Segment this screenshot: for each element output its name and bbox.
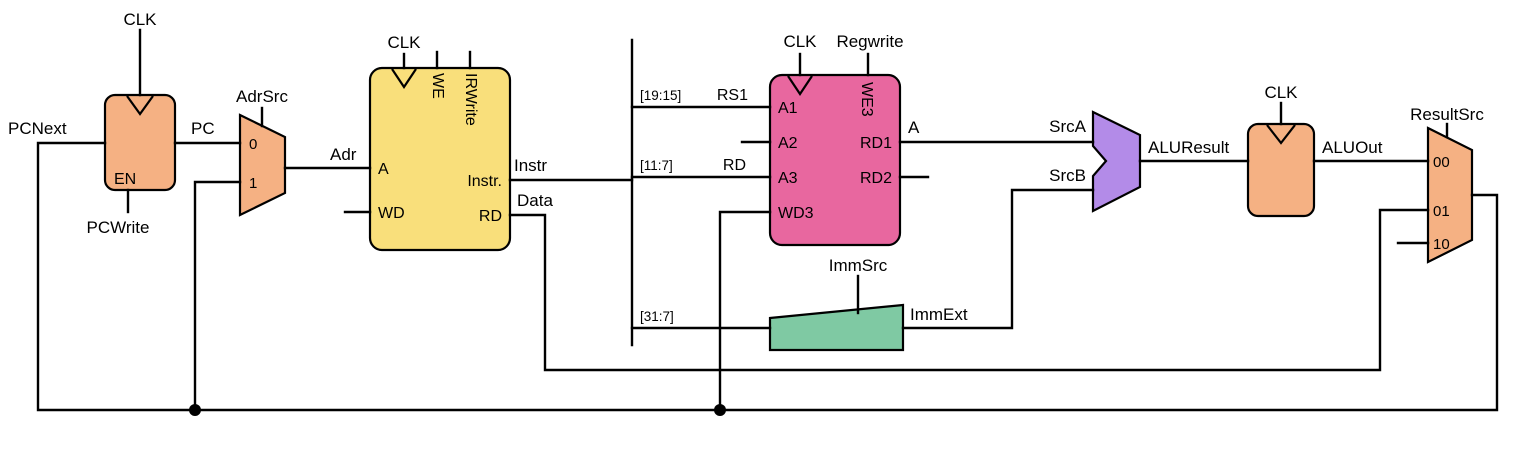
adrsrc-label: AdrSrc (236, 87, 288, 106)
mem-a-port-label: A (378, 161, 389, 178)
rd-bits-label: [11:7] (640, 158, 673, 173)
junction-dot (189, 404, 201, 416)
srca-label: SrcA (1049, 117, 1087, 136)
immext-label: ImmExt (910, 305, 968, 324)
we3-port-label: WE3 (858, 82, 875, 117)
resultsrc-mux (1426, 126, 1474, 264)
rd-label: RD (723, 157, 746, 174)
wire-immext-srcb (901, 188, 1095, 330)
mem-instr-port-label: Instr. (467, 173, 502, 190)
data-label: Data (517, 191, 553, 210)
pc-clock-icon (126, 95, 154, 116)
a1-port-label: A1 (778, 100, 798, 117)
pcnext-label: PCNext (8, 119, 67, 138)
rs1-bits-label: [19:15] (640, 88, 681, 103)
pc-clk-label: CLK (123, 10, 157, 29)
resmux-in10-label: 10 (1433, 236, 1450, 253)
regfile-clock-icon (787, 75, 813, 96)
pcwrite-label: PCWrite (87, 218, 150, 237)
rs1-label: RS1 (717, 87, 748, 104)
irwrite-port-label: IRWrite (462, 73, 479, 126)
aluresult-label: ALUResult (1148, 138, 1230, 157)
a3-port-label: A3 (778, 170, 798, 187)
alu (1091, 110, 1142, 213)
adr-label: Adr (330, 145, 357, 164)
aluout-register (1246, 122, 1316, 218)
resultsrc-label: ResultSrc (1410, 105, 1484, 124)
memory-clock-icon (391, 68, 417, 89)
mem-rd-port-label: RD (479, 208, 502, 225)
a-signal-label: A (908, 118, 920, 137)
imm-bits-label: [31:7] (640, 309, 674, 324)
wire-data (508, 208, 1430, 372)
aluout-clock-icon (1266, 124, 1296, 145)
wire-result-to-adrmux1 (193, 180, 242, 412)
adrmux-in0-label: 0 (249, 136, 257, 153)
mem-wd-port-label: WD (378, 205, 405, 222)
pc-label: PC (191, 119, 215, 138)
wd3-port-label: WD3 (778, 205, 814, 222)
rd2-port-label: RD2 (860, 170, 892, 187)
register-file (768, 73, 902, 247)
junction-dot (714, 404, 726, 416)
en-port-label: EN (114, 171, 136, 188)
extend-unit (768, 303, 905, 352)
aluout-clk-label: CLK (1264, 83, 1298, 102)
resmux-in01-label: 01 (1433, 203, 1450, 220)
adrmux-in1-label: 1 (249, 175, 257, 192)
immsrc-label: ImmSrc (829, 256, 888, 275)
we-port-label: WE (429, 73, 446, 99)
wire-result-to-wd3 (718, 210, 772, 412)
regwrite-label: Regwrite (836, 32, 903, 51)
instr-label: Instr (514, 156, 547, 175)
aluout-label: ALUOut (1322, 138, 1383, 157)
wire-result-to-pcnext (36, 141, 1499, 412)
resmux-in00-label: 00 (1433, 154, 1450, 171)
adrsrc-mux (238, 113, 287, 217)
srcb-label: SrcB (1049, 166, 1086, 185)
a2-port-label: A2 (778, 135, 798, 152)
rf-clk-label: CLK (783, 32, 817, 51)
instr-data-memory (368, 66, 512, 252)
rd1-port-label: RD1 (860, 135, 892, 152)
mem-clk-label: CLK (387, 33, 421, 52)
